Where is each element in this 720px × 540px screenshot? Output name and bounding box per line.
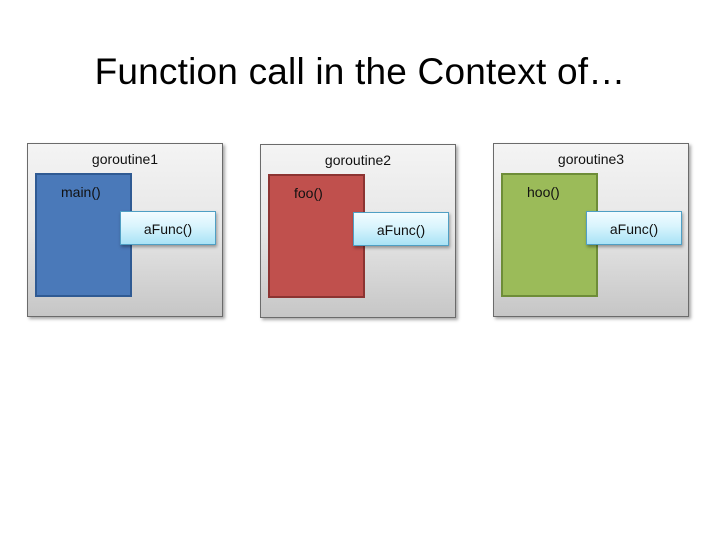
goroutine-label: goroutine1: [91, 151, 159, 167]
goroutine-label: goroutine2: [324, 152, 392, 168]
caller-function-box: foo(): [268, 174, 365, 298]
goroutine-box-1: goroutine1 main() aFunc(): [27, 143, 223, 317]
caller-function-box: main(): [35, 173, 132, 297]
caller-function-label: main(): [61, 184, 101, 200]
callee-function-box: aFunc(): [586, 211, 682, 245]
callee-function-box: aFunc(): [120, 211, 216, 245]
callee-function-label: aFunc(): [376, 222, 426, 238]
caller-function-label: foo(): [294, 185, 323, 201]
caller-function-box: hoo(): [501, 173, 598, 297]
goroutine-box-2: goroutine2 foo() aFunc(): [260, 144, 456, 318]
callee-function-label: aFunc(): [143, 221, 193, 237]
callee-function-label: aFunc(): [609, 221, 659, 237]
goroutine-box-3: goroutine3 hoo() aFunc(): [493, 143, 689, 317]
goroutine-label: goroutine3: [557, 151, 625, 167]
caller-function-label: hoo(): [527, 184, 560, 200]
slide-title: Function call in the Context of…: [94, 51, 626, 92]
callee-function-box: aFunc(): [353, 212, 449, 246]
